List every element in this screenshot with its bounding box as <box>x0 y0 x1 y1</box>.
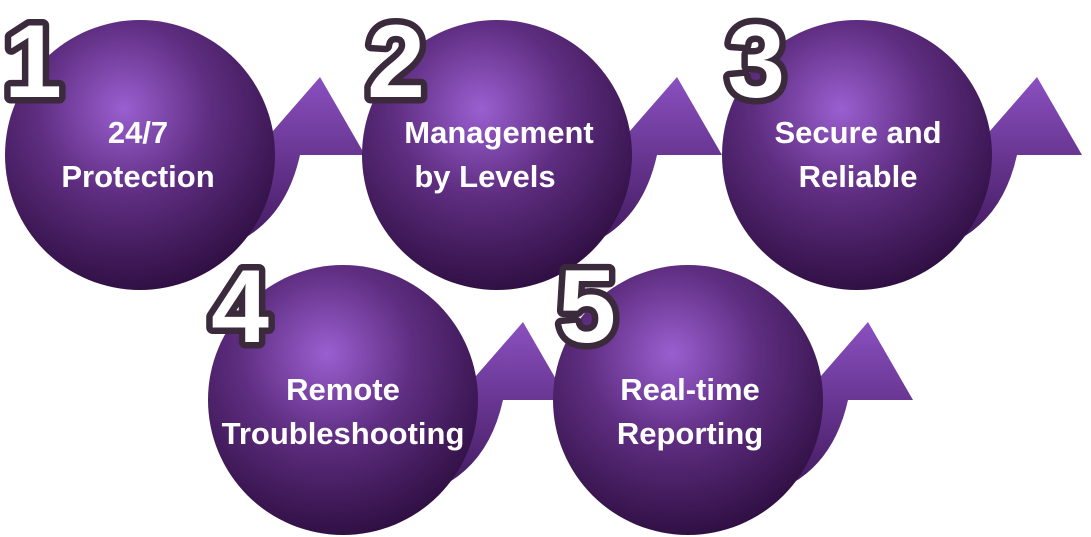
step-number: 1 <box>4 4 62 120</box>
step-label-line-2: Troubleshooting <box>222 416 465 451</box>
step-label-line-2: Reporting <box>617 416 763 451</box>
step-label-line-2: Protection <box>61 159 214 194</box>
step-ball <box>208 265 478 535</box>
step-1: 24/7 Protection 1 <box>0 0 365 290</box>
step-ball <box>5 20 275 290</box>
step-number: 4 <box>211 249 269 365</box>
step-number: 5 <box>558 249 616 365</box>
step-label-line-2: Reliable <box>799 159 918 194</box>
step-label-line-1: Management <box>404 115 593 150</box>
step-label-line-1: Real-time <box>620 372 760 407</box>
step-label-line-1: Secure and <box>774 115 941 150</box>
step-4: Remote Troubleshooting 4 <box>205 243 568 535</box>
step-label-line-1: Remote <box>286 372 400 407</box>
step-5: Real-time Reporting 5 <box>552 243 913 535</box>
step-ball <box>553 265 823 535</box>
step-3: Secure and Reliable 3 <box>721 0 1082 290</box>
step-number: 2 <box>367 4 425 120</box>
step-ball <box>362 20 632 290</box>
step-ball <box>722 20 992 290</box>
step-2: Management by Levels 2 <box>361 0 722 290</box>
step-number: 3 <box>727 4 785 120</box>
step-label-line-2: by Levels <box>414 159 555 194</box>
step-label-line-1: 24/7 <box>108 115 168 150</box>
